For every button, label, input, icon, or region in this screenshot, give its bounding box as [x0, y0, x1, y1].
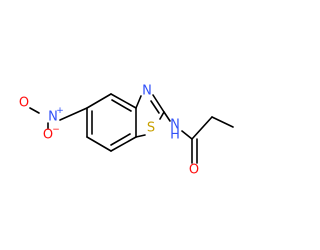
double-bond-inner [111, 99, 132, 112]
bond [110, 136, 137, 152]
molecule-canvas: N + O O − N S N H O [19, 84, 234, 178]
nitro-group [29, 107, 88, 130]
sulfur-atom: S [147, 121, 155, 136]
bond [86, 136, 112, 152]
oxygen-atom: O [19, 96, 29, 111]
bond [86, 93, 112, 109]
bond [191, 116, 213, 140]
bond [181, 130, 193, 140]
nitrogen-atom: N [48, 110, 58, 125]
oxygen-atom: O [189, 163, 199, 178]
hydrogen-atom: H [170, 128, 180, 143]
structure-diagram: N + O O − N S N H O [19, 84, 234, 178]
nitrogen-atom: N [142, 84, 152, 99]
bond [135, 134, 146, 138]
charge-plus: + [56, 106, 64, 116]
bond [163, 111, 171, 122]
bond [211, 116, 234, 128]
oxygen-atom: O [43, 128, 53, 143]
bond [29, 107, 40, 114]
benzene-ring [86, 93, 137, 152]
thiazole-ring [135, 94, 165, 138]
bond [59, 107, 88, 121]
double-bond-inner [110, 133, 131, 146]
double-bond-inner [150, 100, 160, 114]
bond [110, 93, 137, 109]
bond [152, 94, 165, 113]
nitrogen-atom: N [170, 118, 180, 133]
charge-minus: − [52, 125, 60, 135]
bond [159, 111, 165, 120]
bond [135, 95, 142, 109]
amide-chain [163, 111, 234, 164]
